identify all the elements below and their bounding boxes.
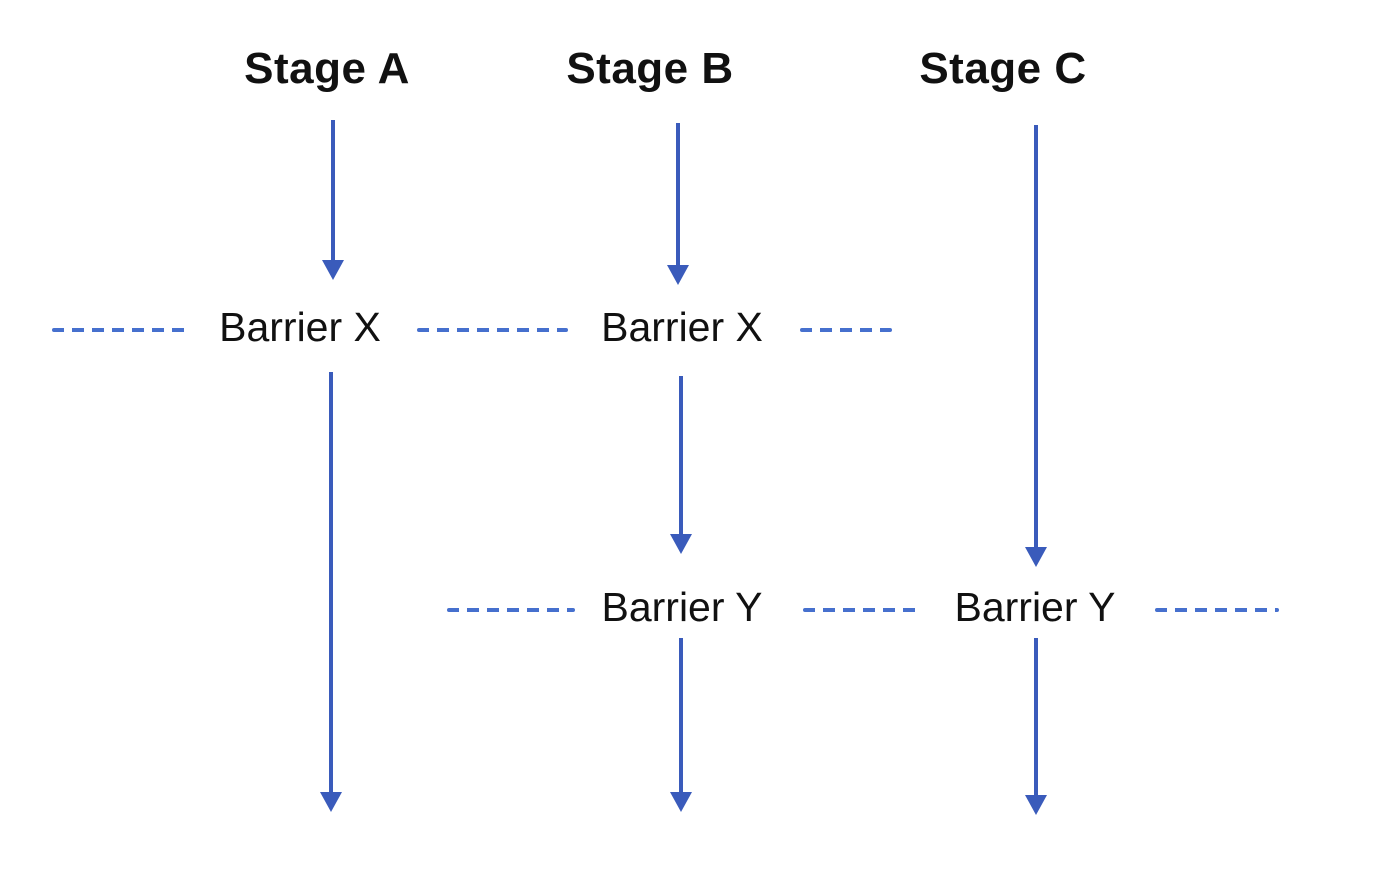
- stage-b-arrow-down-icon: [667, 123, 689, 285]
- barrier-x-label-2: Barrier X: [601, 304, 763, 350]
- stage-c-arrow-down-icon: [1025, 125, 1047, 567]
- stage-a-arrow-down-icon: [322, 120, 344, 280]
- stage-c-arrow-down-icon: [1025, 638, 1047, 815]
- stage-c-label: Stage C: [919, 44, 1087, 93]
- barrier-x-dashed-line: [417, 328, 568, 332]
- barrier-y-label-2: Barrier Y: [954, 584, 1116, 630]
- stage-b-arrow-down-icon: [670, 638, 692, 812]
- barrier-y-dashed-line: [803, 608, 919, 612]
- barrier-x-dashed-line: [800, 328, 892, 332]
- stage-a-label: Stage A: [244, 44, 410, 93]
- stage-b-arrow-down-icon: [670, 376, 692, 554]
- barrier-y-dashed-line: [1155, 608, 1279, 612]
- stage-a-arrow-down-icon: [320, 372, 342, 812]
- barrier-y-dashed-line: [447, 608, 575, 612]
- barrier-y-label-1: Barrier Y: [601, 584, 763, 630]
- barrier-x-label-1: Barrier X: [219, 304, 381, 350]
- barrier-x-dashed-line: [52, 328, 192, 332]
- stage-b-label: Stage B: [566, 44, 734, 93]
